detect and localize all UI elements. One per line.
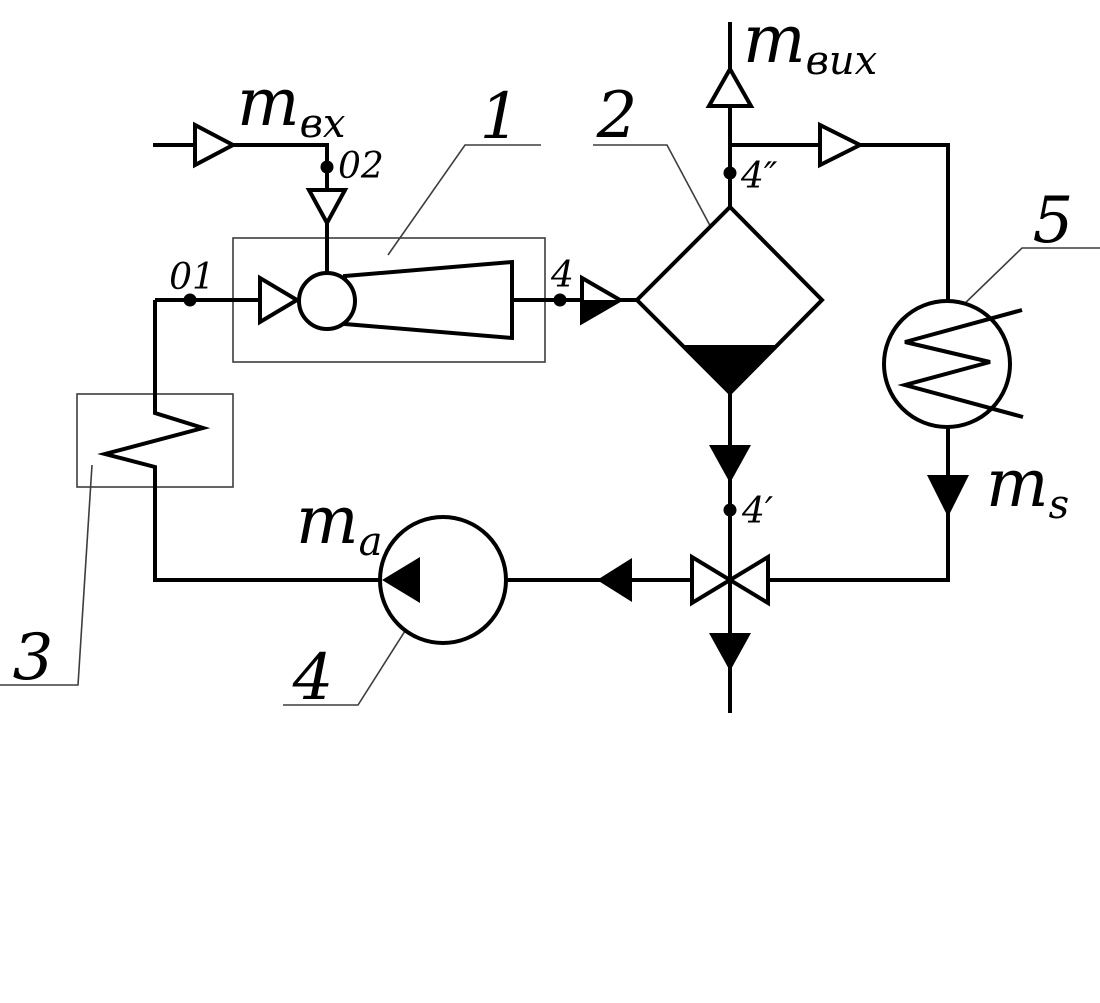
two-phase-arrow-fill bbox=[582, 300, 620, 322]
label-m-condensate: ms bbox=[986, 445, 1069, 528]
component-label-2: 2 bbox=[596, 79, 638, 153]
ejector-mixing-chamber bbox=[297, 271, 357, 331]
label-m-outlet-sub: вих bbox=[806, 38, 878, 84]
separator-liquid-down-arrow bbox=[709, 445, 751, 483]
pipe-inlet bbox=[153, 143, 329, 273]
node-dot-4 bbox=[553, 293, 567, 307]
leader-line-3 bbox=[0, 464, 93, 686]
label-m-condensate-base: m bbox=[986, 445, 1049, 522]
node-label-4-prime: 4′ bbox=[741, 491, 773, 532]
label-m-condensate-sub: s bbox=[1049, 482, 1070, 528]
component-label-1: 1 bbox=[480, 80, 521, 154]
label-m-pump-branch-sub: a bbox=[359, 519, 383, 565]
condenser-circle bbox=[882, 299, 1012, 429]
node-dot-4-double-prime bbox=[723, 166, 737, 180]
valve-right-triangle bbox=[726, 553, 770, 607]
ejector-nozzle bbox=[258, 274, 301, 326]
inlet-down-arrow bbox=[305, 188, 349, 228]
valve-left-triangle bbox=[690, 553, 734, 607]
leader-line-5 bbox=[957, 247, 1100, 311]
vapor-branch-arrow bbox=[818, 121, 865, 169]
valve-to-pump-arrow bbox=[597, 558, 632, 602]
node-dot-02 bbox=[320, 160, 334, 174]
separator-liquid-fill bbox=[682, 345, 778, 393]
node-label-4-double-prime: 4″ bbox=[740, 156, 778, 197]
drain-down-arrow bbox=[709, 633, 751, 671]
component-label-4: 4 bbox=[292, 641, 334, 715]
node-label-4: 4 bbox=[550, 255, 574, 296]
pipe-condensate-return bbox=[768, 427, 950, 582]
node-label-01: 01 bbox=[169, 257, 215, 298]
node-label-02: 02 bbox=[338, 146, 384, 187]
ejector-diffuser bbox=[343, 259, 514, 341]
inlet-arrow bbox=[193, 121, 238, 169]
pump-circle bbox=[378, 515, 508, 645]
label-m-pump-branch-base: m bbox=[296, 482, 359, 559]
leader-line-4 bbox=[283, 619, 413, 706]
label-m-outlet: mвих bbox=[743, 1, 877, 84]
condensate-down-arrow bbox=[927, 475, 969, 517]
leader-line-2 bbox=[593, 144, 731, 264]
label-m-inlet: mвх bbox=[237, 64, 345, 147]
node-dot-01 bbox=[183, 293, 197, 307]
component-label-3: 3 bbox=[13, 621, 54, 695]
label-m-inlet-sub: вх bbox=[300, 101, 346, 147]
pipe-vapor-branch bbox=[730, 143, 950, 301]
label-m-outlet-base: m bbox=[743, 1, 806, 78]
outlet-up-arrow bbox=[705, 64, 755, 108]
leader-line-1 bbox=[387, 144, 541, 256]
label-m-inlet-base: m bbox=[237, 64, 300, 141]
component-label-5: 5 bbox=[1033, 184, 1074, 258]
condenser-coil bbox=[897, 308, 1024, 419]
label-m-pump-branch: ma bbox=[296, 482, 382, 565]
pump-flow-arrow bbox=[382, 557, 420, 603]
pipe-heat-exchanger-coil bbox=[97, 300, 380, 582]
node-dot-4-prime bbox=[723, 503, 737, 517]
